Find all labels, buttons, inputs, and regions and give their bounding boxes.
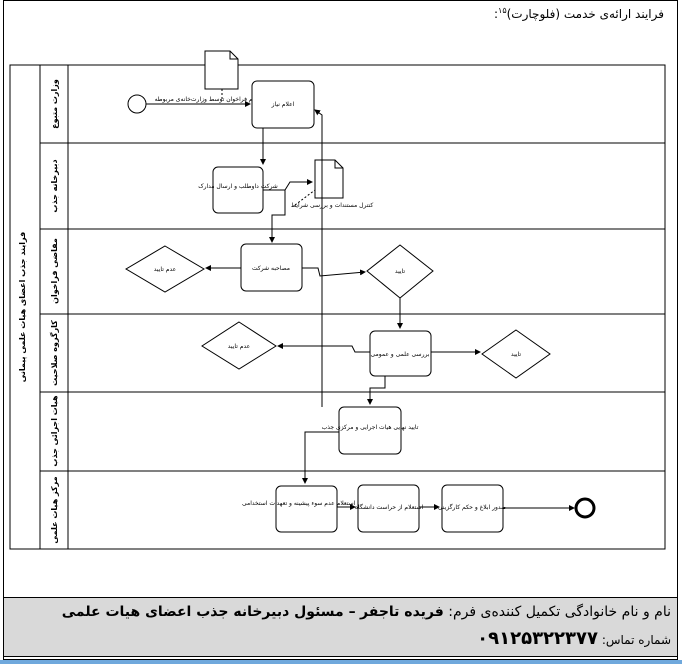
name-label: نام و نام خانوادگی تکمیل کننده‌ی فرم:: [448, 604, 671, 620]
lane-label-competency-group: کارگروه صلاحیت: [49, 320, 59, 386]
lane-label-ministry: وزارت متبوع: [50, 79, 59, 129]
task-review-label: بررسی علمی و عمومی: [371, 351, 430, 358]
gateway-reject-2: [201, 321, 277, 370]
task-submit-documents-label: شرکت داوطلب و ارسال مدارک: [198, 182, 278, 190]
task-executive-approval-label: تایید نهایی هیات اجرایی و مرکزی جذب: [322, 424, 419, 431]
task-background-check: [275, 485, 338, 533]
form-title: فرایند ارائه‌ی خدمت (فلوچارت)۱۵:: [493, 6, 664, 21]
gateway-reject-2-label: عدم تایید: [228, 343, 250, 350]
task-security-inquiry: [357, 484, 420, 533]
pool-border: [9, 64, 666, 550]
task-issue-decree-label: صدور ابلاغ و حکم کارگزینی: [438, 503, 506, 511]
task-announce-need: [251, 80, 315, 129]
name-value: فریده تاجفر: [360, 604, 444, 620]
lane-label-faculty-center: مرکز هیات علمی: [50, 476, 59, 543]
end-event: [574, 497, 596, 519]
flowchart: فرایند جذب اعضای هیات علمی پیمانی وزارت …: [9, 50, 666, 550]
lane-label-secretariat: دبیرخانه جذب: [50, 159, 59, 212]
form-footer: نام و نام خانوادگی تکمیل کننده‌ی فرم: فر…: [3, 597, 678, 657]
phone-value: ۰۹۱۲۵۳۲۲۳۷۷: [477, 628, 598, 649]
document-announcement-label: اعلام فراخوان توسط وزارت‌خانه‌ی مربوطه: [155, 96, 262, 103]
gateway-reject-1: [125, 245, 205, 293]
filler-info: نام و نام خانوادگی تکمیل کننده‌ی فرم: فر…: [62, 604, 671, 620]
task-interview-label: مصاحبه شرکت: [252, 265, 290, 272]
gateway-approve-2-label: تایید: [511, 351, 521, 358]
gateway-approve-2: [481, 329, 551, 379]
form-frame: [3, 0, 678, 660]
start-event: [127, 94, 147, 114]
pool-label: فرایند جذب اعضای هیات علمی پیمانی: [18, 232, 27, 382]
phone-label: شماره تماس:: [601, 633, 671, 647]
gateway-approve-1-label: تایید: [395, 268, 405, 275]
document-verification: [314, 159, 344, 199]
lane-label-executive-board: هیات اجرائی جذب: [50, 395, 59, 467]
task-background-check-label: انجام استعلام عدم سوء پیشینه و تعهدات اس…: [242, 500, 370, 507]
task-submit-documents: [212, 166, 264, 214]
task-executive-approval: [338, 406, 402, 455]
lane-label-applicant: مقاضی فراخوان: [50, 238, 59, 304]
task-announce-need-label: اعلام نیاز: [271, 101, 295, 108]
document-announcement: [204, 50, 239, 90]
gateway-reject-1-label: عدم تایید: [154, 266, 176, 273]
role-value: – مسئول دبیرخانه جذب اعضای هیات علمی: [61, 604, 356, 620]
task-review: [369, 330, 432, 377]
contact-info: شماره تماس: ۰۹۱۲۵۳۲۲۳۷۷: [477, 628, 671, 649]
document-verification-label: کنترل مستندات و بررسی شرایط: [291, 202, 374, 209]
window-bottom-bar: [0, 660, 682, 664]
task-security-inquiry-label: استعلام از حراست دانشگاه: [355, 503, 424, 511]
